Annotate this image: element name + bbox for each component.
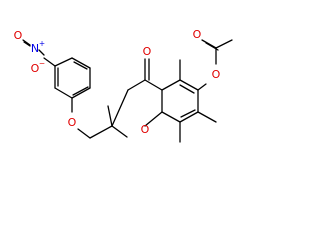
carbonyl-oxygen-label: O bbox=[193, 28, 202, 41]
ester-oxygen-label: O bbox=[212, 68, 221, 81]
nitro-nitrogen-label: N bbox=[31, 42, 39, 55]
nitro-nitrogen-charge: + bbox=[39, 39, 45, 48]
nitro-oxygen-2-label: O bbox=[31, 62, 40, 75]
chemical-structure-figure: O N + O − O O O O O bbox=[14, 28, 233, 143]
nitro-oxygen-2-charge: − bbox=[39, 59, 45, 68]
bond-group bbox=[22, 39, 233, 143]
atom-label-group: O N + O − O O O O O bbox=[14, 28, 221, 136]
ring-oxygen-label: O bbox=[141, 123, 150, 136]
nitro-oxygen-1-label: O bbox=[14, 29, 23, 42]
ketone-oxygen-label: O bbox=[143, 45, 152, 58]
ether-oxygen-label: O bbox=[68, 116, 77, 129]
molecule-drawing: O N + O − O O O O O bbox=[14, 28, 233, 143]
